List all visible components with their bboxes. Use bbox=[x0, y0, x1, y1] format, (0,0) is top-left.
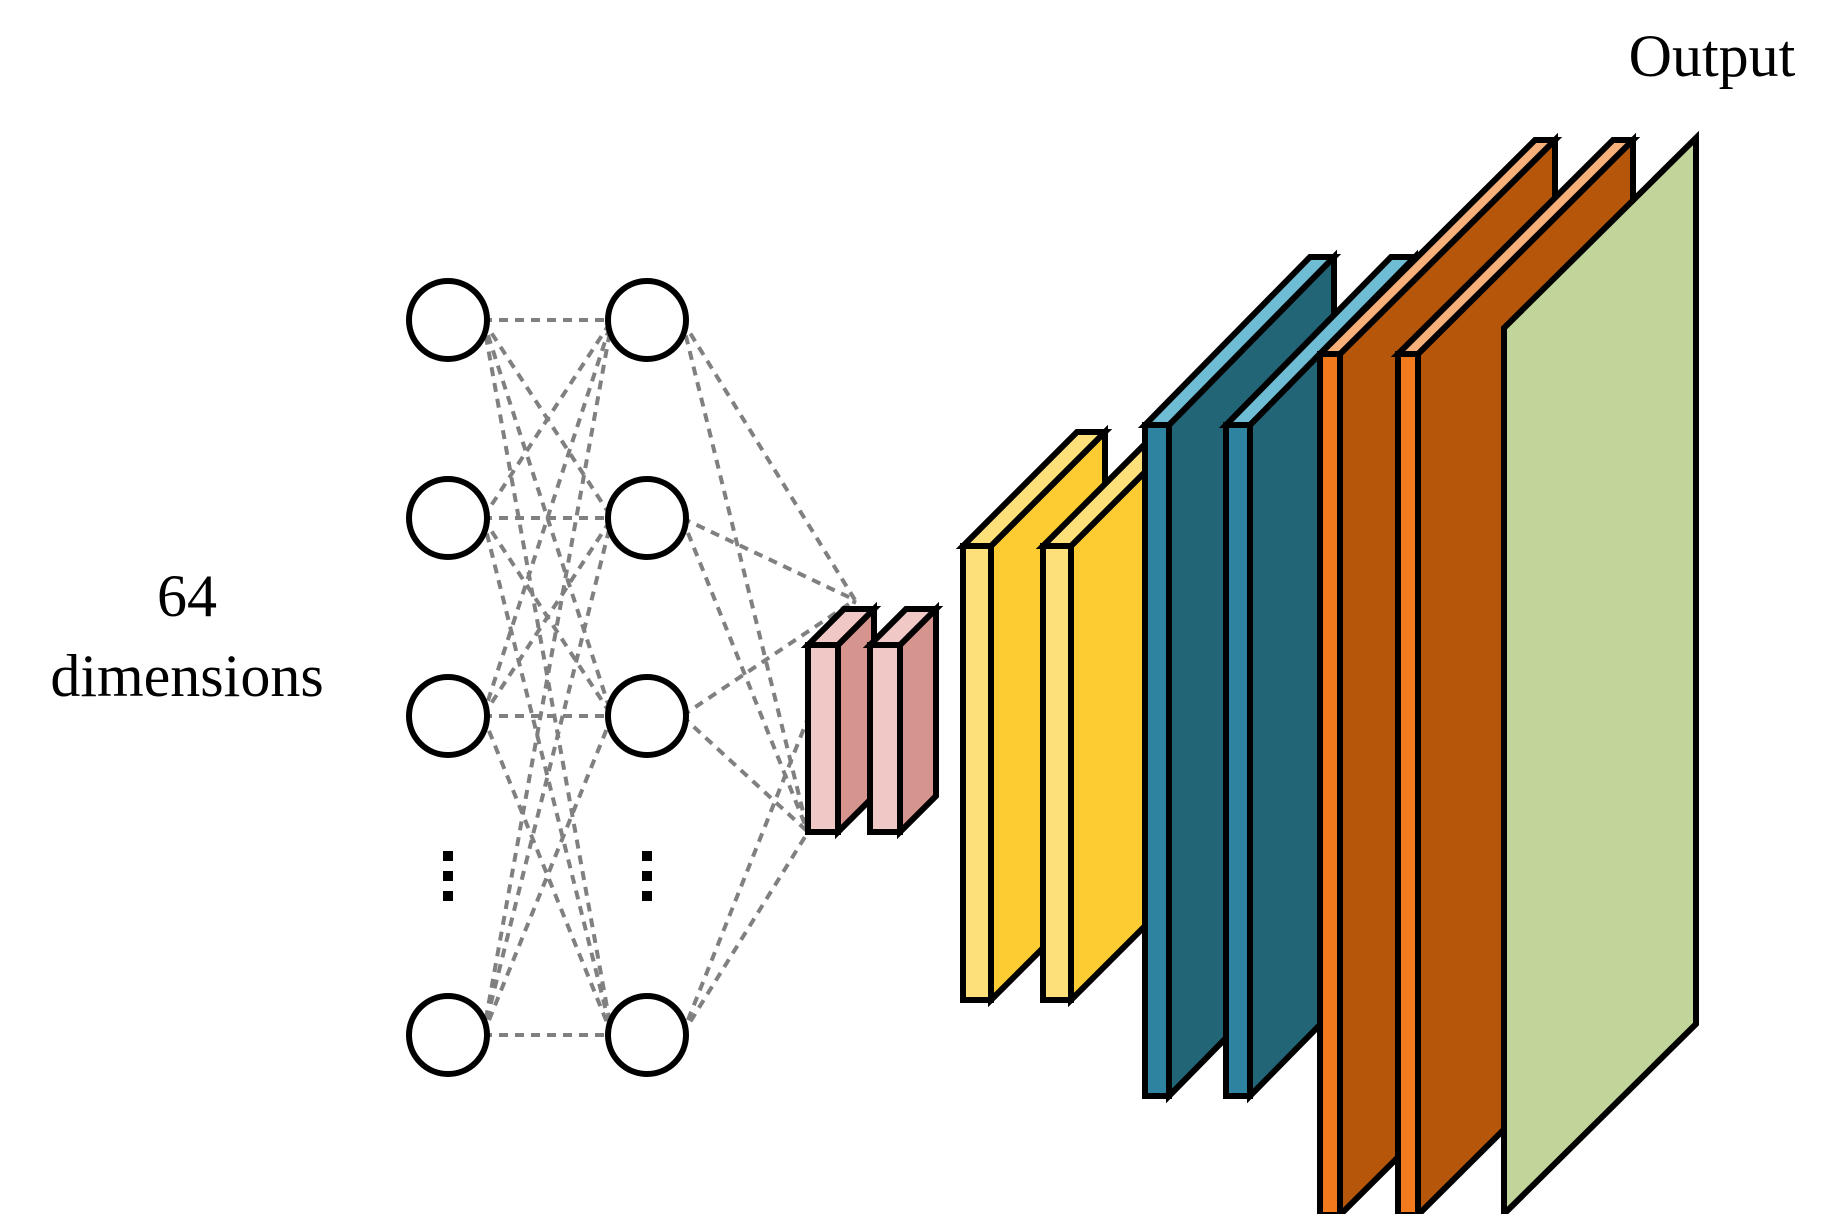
input-node bbox=[406, 674, 490, 758]
connection-line bbox=[481, 318, 614, 520]
input-node bbox=[406, 278, 490, 362]
node-layers bbox=[406, 278, 689, 1077]
input-ellipsis-dot bbox=[443, 851, 453, 861]
pink-block-2 bbox=[862, 601, 944, 840]
hidden-node bbox=[605, 993, 689, 1077]
input-dimension-number: 64 bbox=[157, 563, 217, 629]
input-node bbox=[406, 993, 490, 1077]
yellow-block-1-front bbox=[960, 543, 994, 1003]
blue-block-1-front bbox=[1142, 422, 1172, 1099]
hidden-ellipsis-dot bbox=[642, 851, 652, 861]
input-ellipsis-dot bbox=[443, 871, 453, 881]
connection-line bbox=[680, 598, 857, 718]
hidden-node bbox=[605, 674, 689, 758]
connection-line bbox=[481, 517, 614, 1036]
orange-block-2-front bbox=[1395, 351, 1421, 1214]
pink-block-2-front bbox=[867, 642, 903, 835]
connection-line bbox=[680, 714, 810, 834]
connection-line bbox=[680, 830, 810, 1037]
hidden-ellipsis-dot bbox=[642, 891, 652, 901]
connection-line bbox=[481, 516, 614, 718]
hidden-node bbox=[605, 278, 689, 362]
pink-block-1 bbox=[800, 601, 882, 840]
input-node bbox=[406, 476, 490, 560]
output-label: Output bbox=[1629, 23, 1796, 89]
connection-line bbox=[481, 517, 614, 1036]
connection-line bbox=[481, 319, 614, 1036]
connection-lines bbox=[481, 318, 857, 1037]
connection-line bbox=[481, 319, 614, 1036]
pink-block-1-front bbox=[805, 642, 841, 835]
connection-line bbox=[680, 319, 810, 833]
hidden-ellipsis-dot bbox=[642, 871, 652, 881]
input-ellipsis-dot bbox=[443, 891, 453, 901]
connection-line bbox=[481, 319, 614, 717]
input-dimension-label: dimensions bbox=[50, 643, 323, 709]
output-plane bbox=[1501, 130, 1699, 1214]
blue-block-2-front bbox=[1223, 422, 1253, 1099]
orange-block-1-front bbox=[1317, 351, 1343, 1214]
connection-line bbox=[680, 318, 857, 602]
connection-line bbox=[680, 517, 810, 833]
hidden-node bbox=[605, 476, 689, 560]
yellow-block-2-front bbox=[1040, 543, 1074, 1003]
layer-blocks bbox=[800, 130, 1699, 1214]
